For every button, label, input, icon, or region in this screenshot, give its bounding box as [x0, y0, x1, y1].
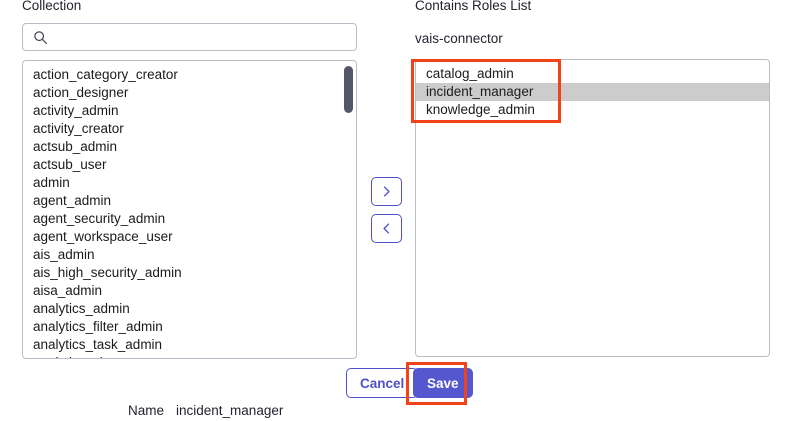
- contains-roles-list-label: Contains Roles List: [415, 0, 532, 13]
- collection-option[interactable]: agent_workspace_user: [33, 229, 173, 244]
- collection-column-label: Collection: [22, 0, 82, 13]
- collection-scrollbar-thumb[interactable]: [344, 66, 353, 113]
- move-right-button[interactable]: [371, 177, 402, 206]
- search-field[interactable]: [22, 23, 357, 51]
- collection-option[interactable]: actsub_admin: [33, 139, 118, 154]
- cancel-button[interactable]: Cancel: [346, 368, 419, 398]
- collection-option[interactable]: actsub_user: [33, 157, 107, 172]
- contains-roles-option[interactable]: catalog_admin: [426, 66, 514, 81]
- subject-name: vais-connector: [415, 31, 503, 46]
- chevron-left-icon: [380, 222, 393, 235]
- collection-option[interactable]: ais_admin: [33, 247, 95, 262]
- collection-option[interactable]: agent_security_admin: [33, 211, 166, 226]
- save-button[interactable]: Save: [413, 368, 473, 398]
- name-label: Name: [128, 403, 165, 418]
- collection-option[interactable]: analytics_filter_admin: [33, 319, 163, 334]
- collection-option[interactable]: analytics_viewer: [23, 354, 356, 358]
- name-value: incident_manager: [176, 403, 284, 418]
- collection-option[interactable]: activity_admin: [33, 103, 119, 118]
- collection-option[interactable]: admin: [33, 175, 70, 190]
- collection-option[interactable]: activity_creator: [33, 121, 124, 136]
- chevron-right-icon: [380, 185, 393, 198]
- collection-option[interactable]: action_category_creator: [33, 67, 178, 82]
- collection-scrollbar-track[interactable]: [343, 63, 354, 356]
- search-icon: [33, 30, 48, 45]
- search-input[interactable]: [54, 24, 348, 50]
- collection-option[interactable]: analytics_admin: [33, 301, 130, 316]
- collection-option[interactable]: analytics_task_admin: [33, 337, 163, 352]
- move-left-button[interactable]: [371, 214, 402, 243]
- collection-option[interactable]: agent_admin: [33, 193, 112, 208]
- footer-name-row: Name incident_manager: [128, 403, 283, 419]
- contains-roles-option[interactable]: incident_manager: [416, 83, 769, 101]
- collection-option[interactable]: aisa_admin: [33, 283, 103, 298]
- contains-roles-option[interactable]: knowledge_admin: [426, 102, 535, 117]
- collection-option[interactable]: ais_high_security_admin: [33, 265, 182, 280]
- collection-option[interactable]: action_designer: [33, 85, 129, 100]
